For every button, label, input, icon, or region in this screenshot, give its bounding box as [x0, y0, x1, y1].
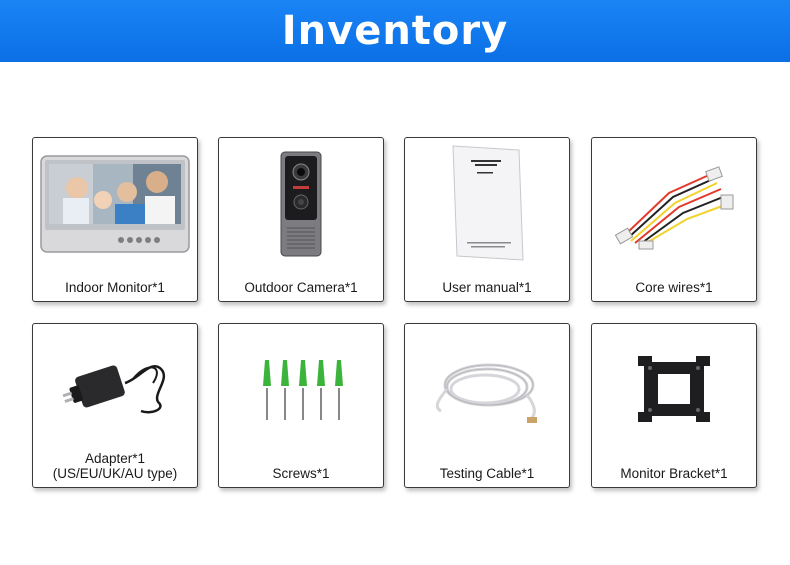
page-title: Inventory — [281, 8, 509, 54]
screws-icon — [263, 360, 343, 420]
item-card-testing-cable: Testing Cable*1 — [404, 323, 570, 488]
core-wires-icon — [614, 166, 734, 250]
indoor-monitor-icon — [40, 155, 190, 253]
item-card-adapter: Adapter*1 (US/EU/UK/AU type) — [32, 323, 198, 488]
item-caption: Testing Cable*1 — [439, 466, 535, 481]
item-card-screws: Screws*1 — [218, 323, 384, 488]
inventory-banner: Inventory — [0, 0, 790, 62]
item-card-monitor-bracket: Monitor Bracket*1 — [591, 323, 757, 488]
item-card-user-manual: User manual*1 — [404, 137, 570, 302]
item-caption: Monitor Bracket*1 — [620, 466, 728, 481]
item-caption: Screws*1 — [272, 466, 330, 481]
item-caption: Core wires*1 — [635, 280, 713, 295]
item-caption: Indoor Monitor*1 — [65, 280, 165, 295]
testing-cable-icon — [435, 363, 537, 423]
monitor-bracket-icon — [638, 356, 710, 422]
power-adapter-icon — [62, 365, 166, 414]
user-manual-icon — [452, 145, 524, 261]
item-caption: User manual*1 — [442, 280, 532, 295]
item-card-core-wires: Core wires*1 — [591, 137, 757, 302]
item-caption: Adapter*1 (US/EU/UK/AU type) — [52, 451, 178, 481]
outdoor-camera-icon — [280, 151, 322, 257]
item-card-indoor-monitor: Indoor Monitor*1 — [32, 137, 198, 302]
item-caption: Outdoor Camera*1 — [244, 280, 358, 295]
item-card-outdoor-camera: Outdoor Camera*1 — [218, 137, 384, 302]
